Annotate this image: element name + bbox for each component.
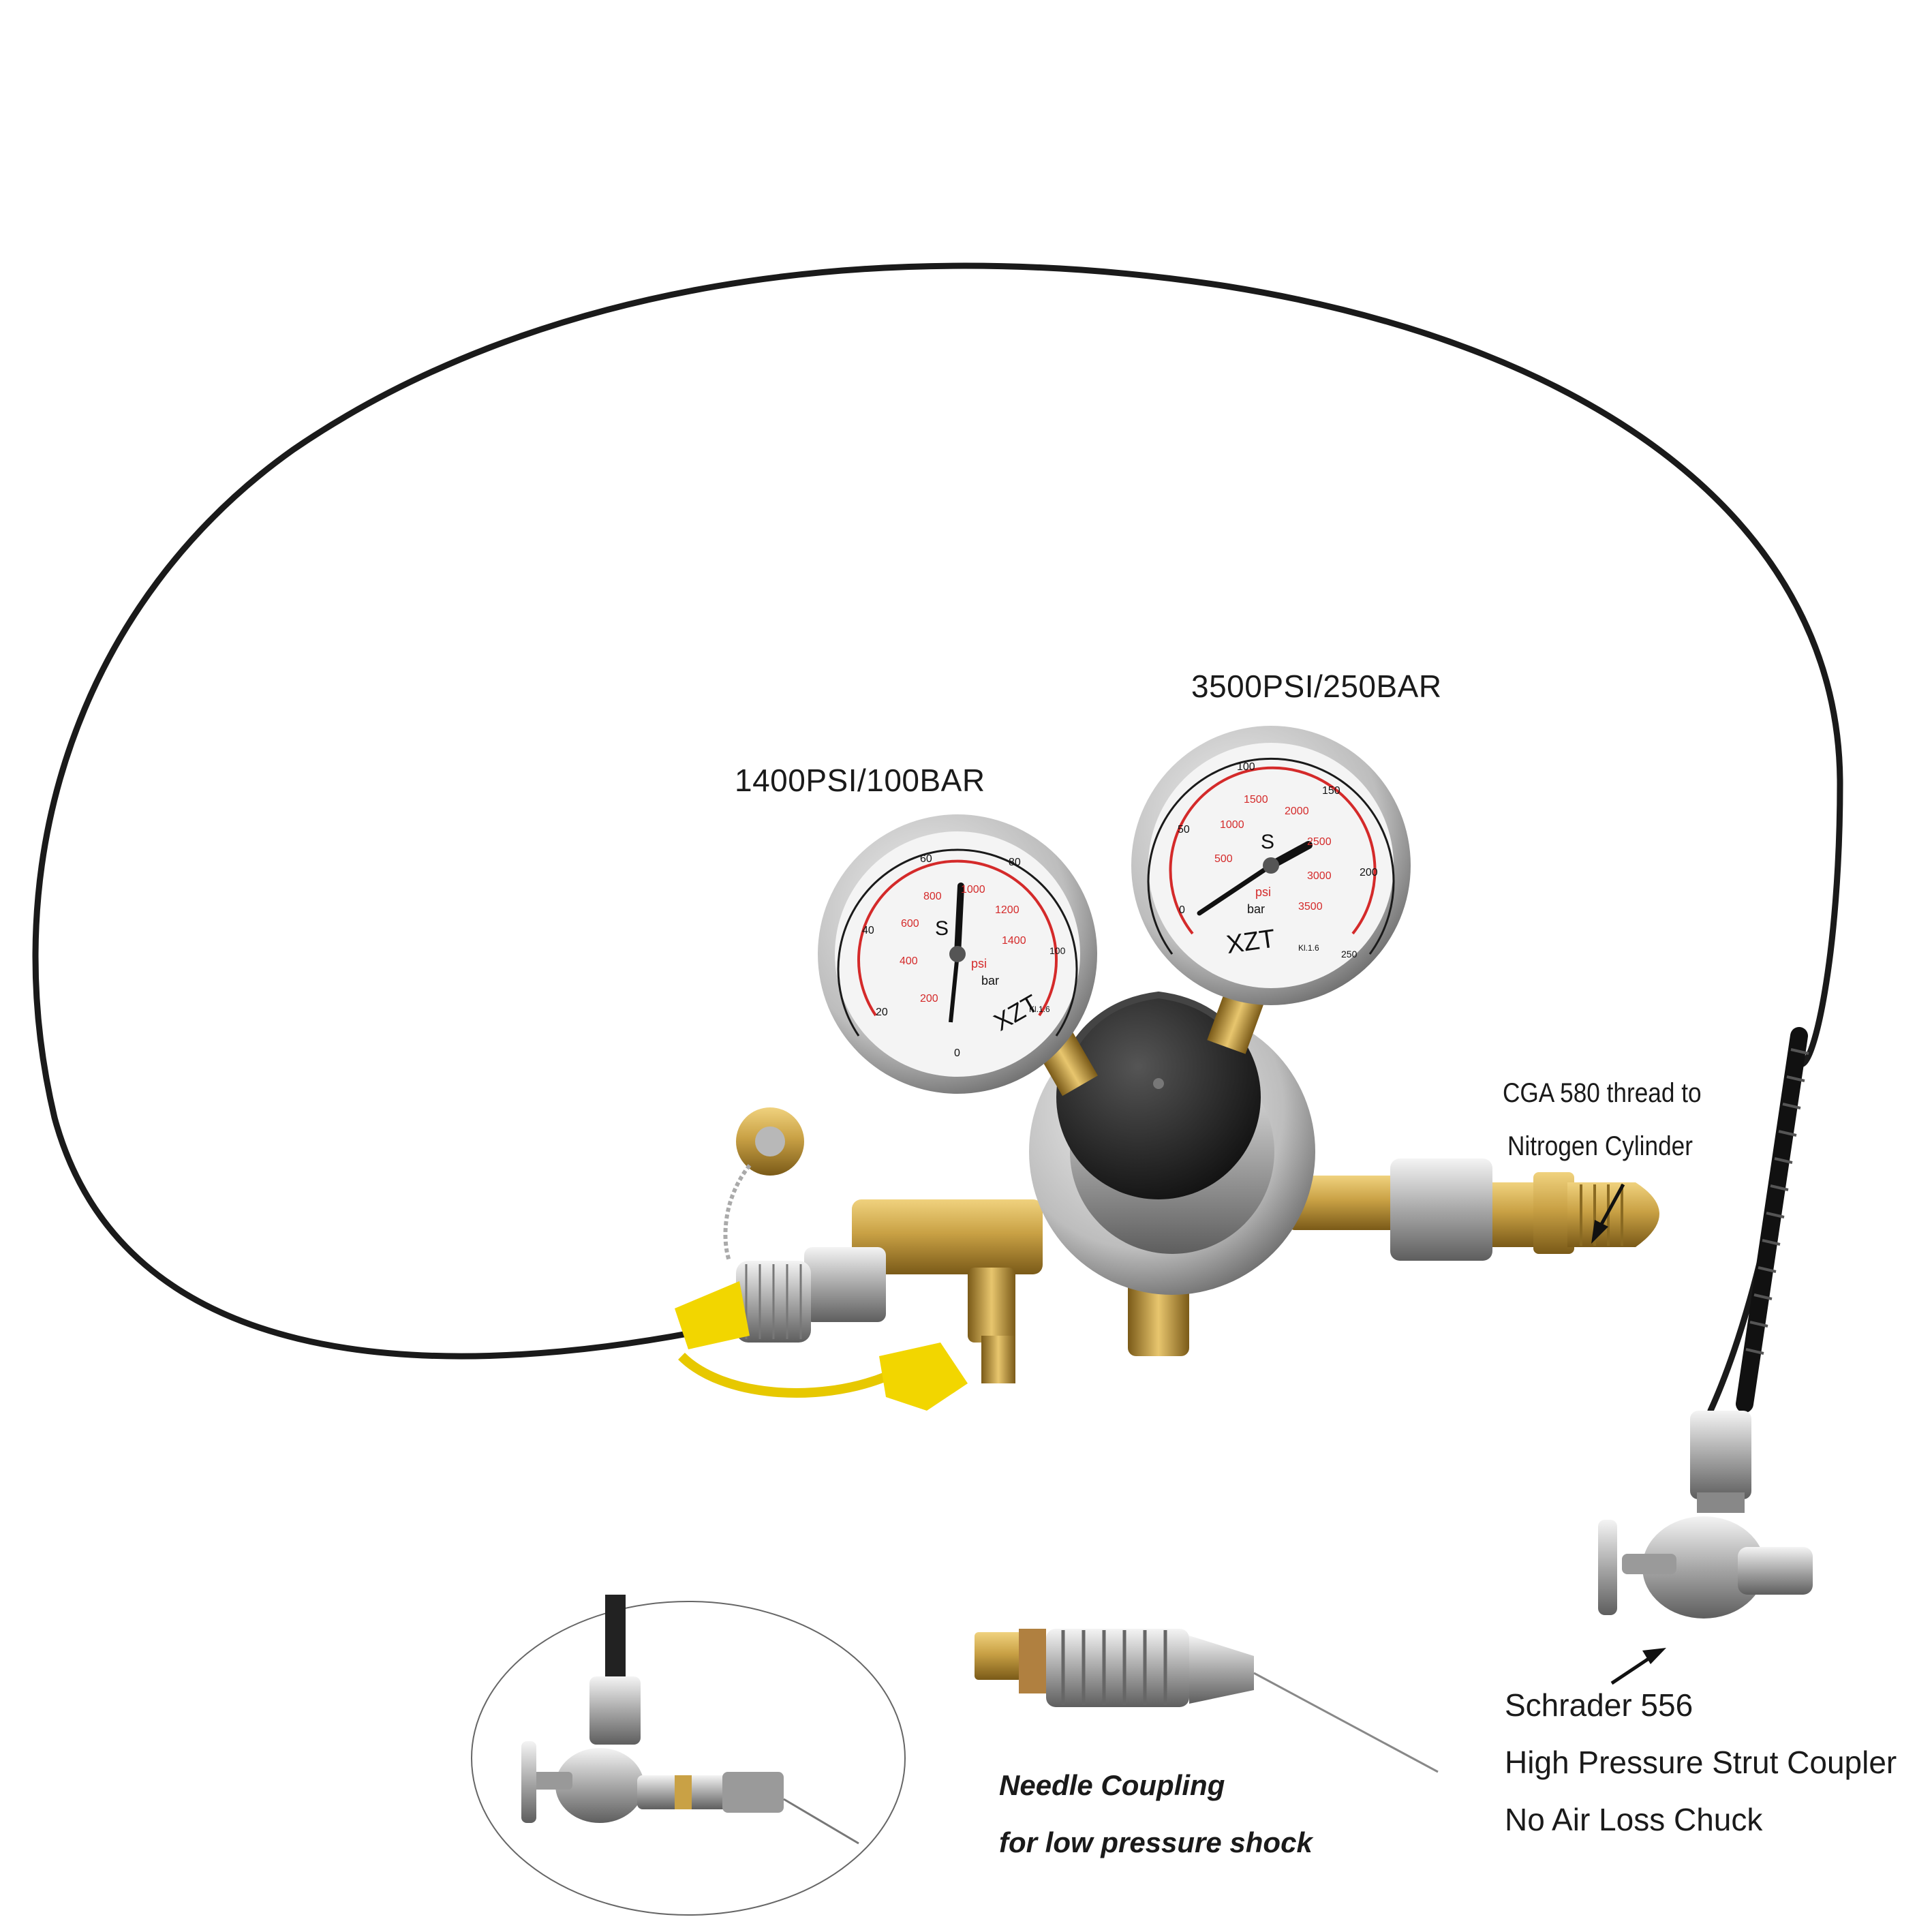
gauge-high-bar-tick: 0 bbox=[1179, 904, 1185, 916]
needle-coupling bbox=[975, 1629, 1439, 1773]
gauge-high-bar-ticks: 0 50 100 150 200 250 bbox=[1178, 761, 1378, 960]
needle-label-line1: Needle Coupling bbox=[999, 1769, 1225, 1801]
gauge-high bbox=[1131, 726, 1411, 1005]
arrow-up-right-icon bbox=[1610, 1648, 1666, 1685]
gauge-high-bar-tick: 50 bbox=[1178, 824, 1190, 835]
hose bbox=[32, 262, 1843, 1414]
gauge-low-label: 1400PSI/100BAR bbox=[735, 763, 985, 798]
inset-chuck-needle bbox=[471, 1595, 906, 1916]
cga580-fitting bbox=[1288, 1159, 1659, 1261]
cga-label-line1: CGA 580 thread to bbox=[1503, 1078, 1702, 1108]
gauge-low-psi-tick: 1200 bbox=[995, 904, 1019, 916]
cga-label-line2: Nitrogen Cylinder bbox=[1507, 1131, 1693, 1161]
gauge-high-label: 3500PSI/250BAR bbox=[1191, 669, 1442, 704]
gauge-low-psi-tick: 200 bbox=[920, 993, 938, 1005]
hose-spring-guard bbox=[1736, 1027, 1809, 1413]
needle-label-line2: for low pressure shock bbox=[999, 1826, 1313, 1858]
schrader-label-line3: No Air Loss Chuck bbox=[1505, 1802, 1763, 1837]
gauge-high-psi-tick: 500 bbox=[1214, 853, 1233, 865]
gauge-high-psi-tick: 1500 bbox=[1244, 794, 1268, 806]
gauge-low-psi-tick: 1000 bbox=[961, 884, 985, 895]
outlet-body bbox=[675, 1107, 1189, 1411]
gauge-low-bar-tick: 20 bbox=[876, 1007, 888, 1018]
gauge-low-bar-tick: 60 bbox=[920, 853, 932, 865]
schrader-label-line1: Schrader 556 bbox=[1505, 1687, 1693, 1723]
gauge-low-bar-tick: 40 bbox=[862, 925, 874, 936]
gauge-low-unit-psi: psi bbox=[971, 957, 987, 970]
gauge-low-psi-tick: 600 bbox=[901, 918, 919, 930]
gauge-low-psi-tick: 400 bbox=[900, 955, 918, 967]
gauge-low-bar-tick: 80 bbox=[1009, 857, 1021, 868]
gauge-high-center-mark: S bbox=[1261, 831, 1274, 853]
regulator-body bbox=[1029, 991, 1315, 1295]
gauge-high-psi-ticks: 500 1000 1500 2000 2500 3000 3500 bbox=[1214, 794, 1332, 913]
arrow-down-left-icon bbox=[1591, 1183, 1625, 1244]
gauge-low bbox=[818, 814, 1097, 1094]
gauge-high-psi-tick: 1000 bbox=[1220, 819, 1244, 831]
gauge-high-psi-tick: 2000 bbox=[1285, 806, 1309, 817]
gauge-high-psi-tick: 2500 bbox=[1307, 836, 1332, 848]
gauge-high-psi-tick: 3500 bbox=[1298, 901, 1323, 913]
gauge-high-bar-tick: 200 bbox=[1360, 867, 1378, 878]
gauge-low-psi-tick: 800 bbox=[923, 891, 942, 902]
gauge-high-unit-bar: bar bbox=[1247, 902, 1265, 916]
gauge-high-bar-tick: 100 bbox=[1237, 761, 1255, 773]
gauge-low-psi-ticks: 200 400 600 800 1000 1200 1400 bbox=[900, 884, 1026, 1005]
schrader-label-line2: High Pressure Strut Coupler bbox=[1505, 1745, 1897, 1780]
gauge-high-bar-tick: 150 bbox=[1322, 785, 1340, 797]
gauge-high-psi-tick: 3000 bbox=[1307, 870, 1332, 882]
gauge-low-bar-ticks: 0 20 40 60 80 100 bbox=[862, 853, 1066, 1059]
gauge-low-psi-tick: 1400 bbox=[1002, 935, 1026, 947]
schrader-chuck bbox=[1598, 1411, 1813, 1619]
gauge-high-brand: XZT bbox=[1225, 924, 1277, 960]
gauge-low-bar-tick: 100 bbox=[1049, 945, 1066, 956]
gauge-high-class-mark: Kl.1.6 bbox=[1298, 943, 1319, 953]
gauge-low-class-mark: Kl.1.6 bbox=[1029, 1005, 1050, 1014]
gauge-high-bar-tick: 250 bbox=[1341, 949, 1358, 960]
gauge-low-unit-bar: bar bbox=[981, 974, 999, 987]
gauge-low-center-mark: S bbox=[935, 917, 949, 940]
gauge-low-bar-tick: 0 bbox=[954, 1047, 960, 1059]
gauge-high-unit-psi: psi bbox=[1255, 885, 1271, 899]
